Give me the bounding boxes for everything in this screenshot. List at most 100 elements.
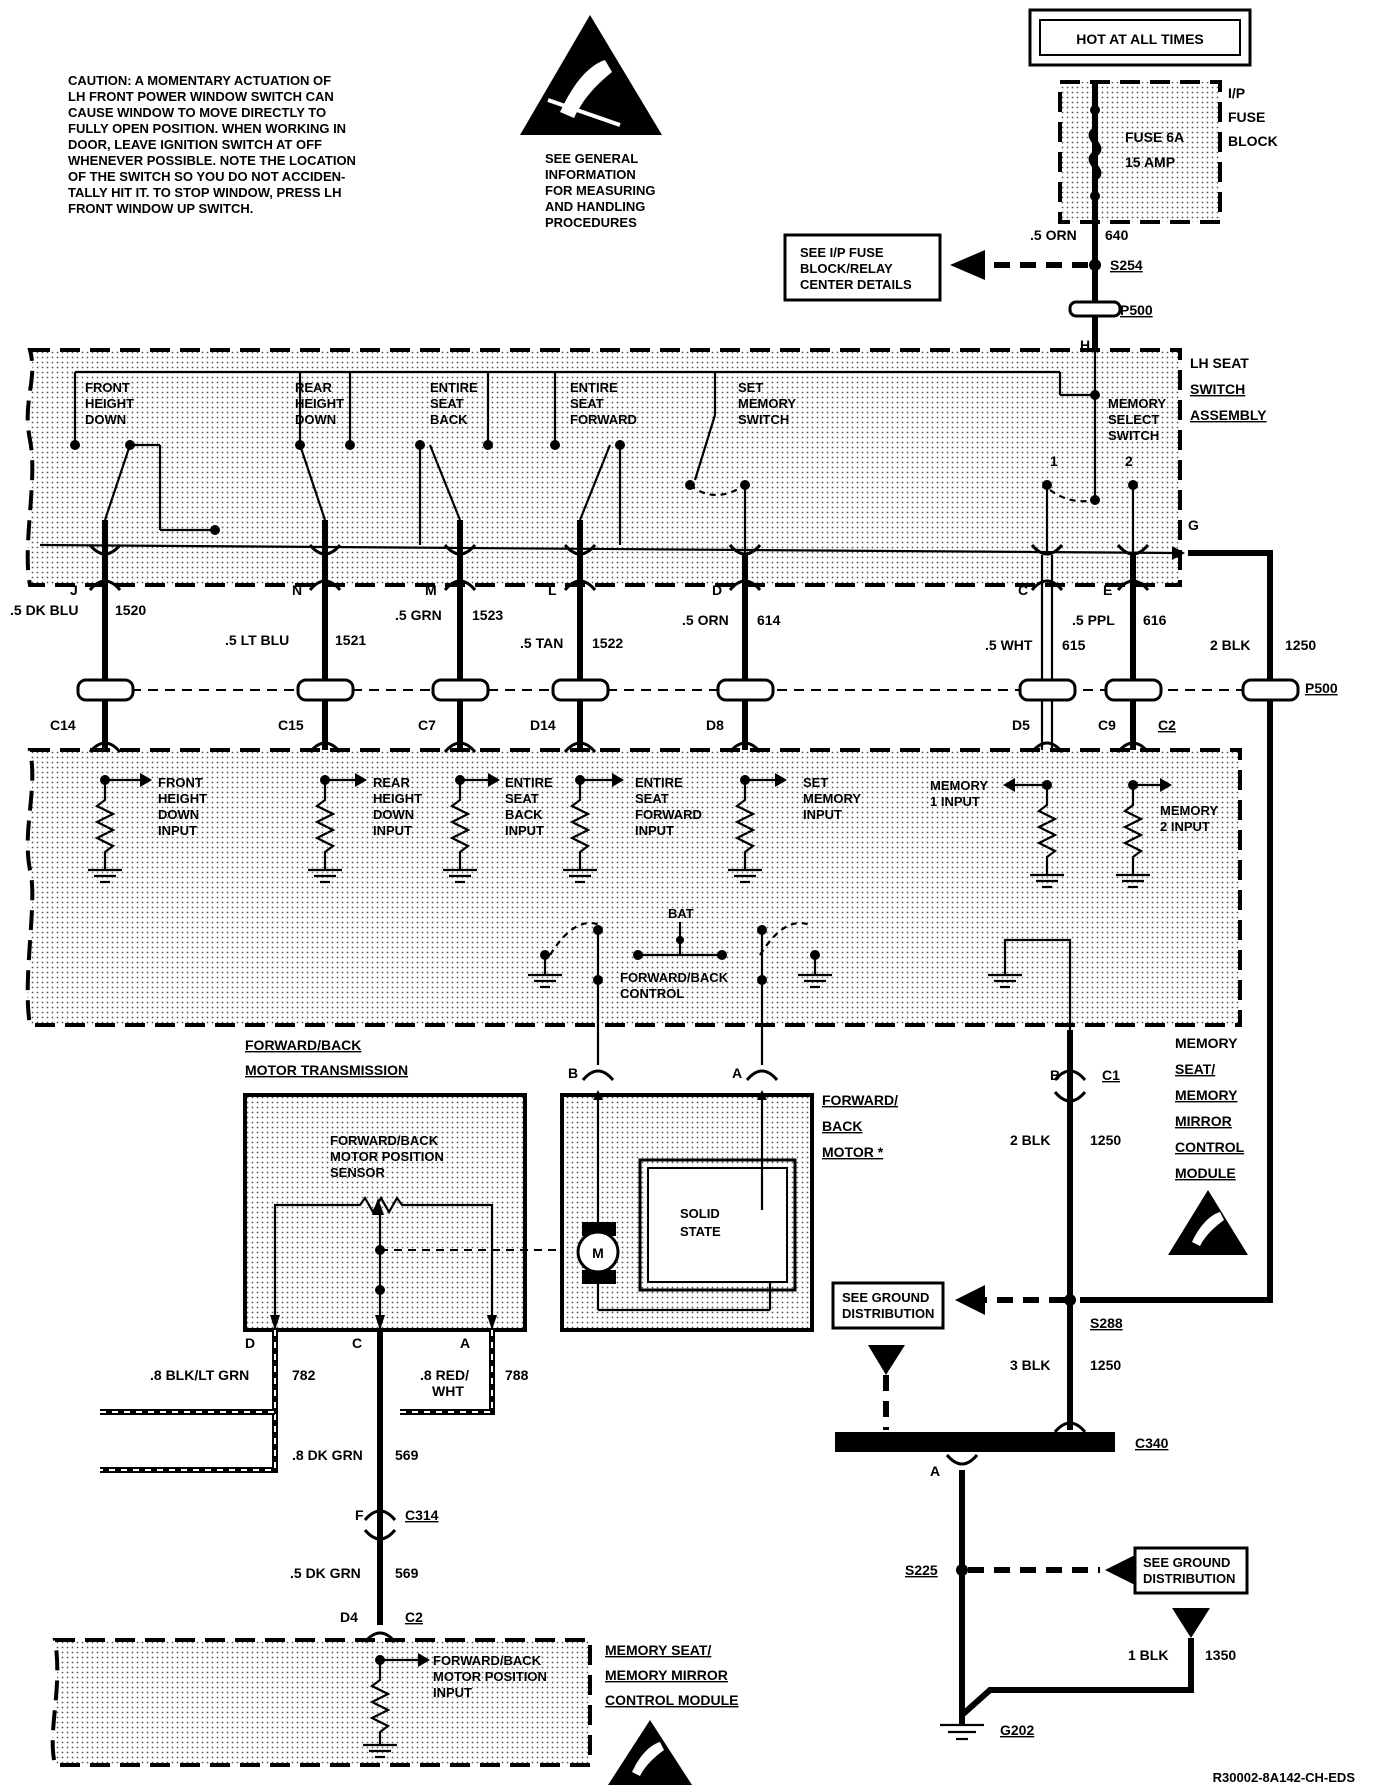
svg-text:2 BLK: 2 BLK [1010,1132,1050,1148]
svg-text:MOTOR *: MOTOR * [822,1144,884,1160]
svg-text:SELECT: SELECT [1108,412,1159,427]
splice-s254 [1089,259,1101,271]
svg-text:1521: 1521 [335,632,366,648]
svg-text:2: 2 [1125,453,1133,469]
p500-top-label: P500 [1120,302,1153,318]
wire-color: .5 DK BLU [10,602,78,618]
svg-text:HEIGHT: HEIGHT [295,396,344,411]
svg-text:C1: C1 [1102,1067,1120,1083]
wire-1522: .5 TAN 1522 L D14 [520,520,623,760]
svg-text:SWITCH: SWITCH [738,412,789,427]
svg-text:ASSEMBLY: ASSEMBLY [1190,407,1267,423]
svg-text:ENTIRE: ENTIRE [570,380,618,395]
svg-text:DOWN: DOWN [158,807,199,822]
svg-text:.5 TAN: .5 TAN [520,635,563,651]
caution-line: CAUTION: A MOMENTARY ACTUATION OF [68,73,331,88]
caution-line: CAUSE WINDOW TO MOVE DIRECTLY TO [68,105,326,120]
svg-text:STATE: STATE [680,1224,721,1239]
splice-s225 [956,1564,968,1576]
svg-text:.5 GRN: .5 GRN [395,607,442,623]
svg-text:A: A [930,1463,940,1479]
svg-text:SEE GROUND: SEE GROUND [842,1290,929,1305]
caution-line: TALLY HIT IT. TO STOP WINDOW, PRESS LH [68,185,342,200]
caution-note: CAUTION: A MOMENTARY ACTUATION OF LH FRO… [68,73,356,216]
svg-text:SEE I/P FUSE: SEE I/P FUSE [800,245,884,260]
esd-note: SEE GENERAL INFORMATION FOR MEASURING AN… [545,151,656,230]
svg-text:WHT: WHT [432,1383,464,1399]
switch-connector-row [88,544,1150,591]
svg-text:DOWN: DOWN [373,807,414,822]
svg-text:MEMORY: MEMORY [1160,803,1218,818]
svg-text:SEE GENERAL: SEE GENERAL [545,151,638,166]
input-memory-1: MEMORY 1 INPUT [930,778,1064,889]
svg-text:FORWARD: FORWARD [635,807,702,822]
svg-text:M: M [592,1245,604,1261]
svg-text:MEMORY: MEMORY [803,791,861,806]
wire-788: .8 RED/ WHT 788 [400,1330,529,1415]
svg-text:S225: S225 [905,1562,938,1578]
svg-text:.5 ORN: .5 ORN [682,612,729,628]
svg-text:AND HANDLING: AND HANDLING [545,199,645,214]
svg-text:DISTRIBUTION: DISTRIBUTION [842,1306,934,1321]
transmission-title: FORWARD/BACK [245,1037,361,1053]
svg-text:616: 616 [1143,612,1167,628]
svg-text:D: D [712,582,722,598]
solid-state-label: SOLID [680,1206,720,1221]
esd-warning-icon-module [1168,1190,1248,1255]
svg-text:INFORMATION: INFORMATION [545,167,636,182]
svg-text:1250: 1250 [1090,1357,1121,1373]
svg-text:E: E [1103,582,1112,598]
module-ground-feed: B C1 2 BLK 1250 [988,938,1121,1300]
wire-640-color: .5 ORN [1030,227,1077,243]
memory-seat-module [25,748,1242,1027]
svg-text:FRONT: FRONT [158,775,203,790]
svg-text:B: B [1050,1067,1060,1083]
pin-label: J [70,582,78,598]
svg-text:FORWARD/BACK: FORWARD/BACK [330,1133,439,1148]
svg-text:1350: 1350 [1205,1647,1236,1663]
motor-icon [576,1230,620,1274]
caution-line: FRONT WINDOW UP SWITCH. [68,201,253,216]
svg-text:MEMORY: MEMORY [930,778,988,793]
svg-text:788: 788 [505,1367,529,1383]
input-rear-height-down: REAR HEIGHT DOWN INPUT [308,773,422,884]
svg-text:C: C [1018,582,1028,598]
svg-text:BACK: BACK [430,412,468,427]
wire-569: .8 DK GRN 569 F C314 .5 DK GRN 569 D4 C2 [290,1330,439,1625]
wire-1520: .5 DK BLU 1520 J C14 [10,520,146,760]
svg-text:A: A [460,1335,470,1351]
svg-text:C9: C9 [1098,717,1116,733]
svg-text:.8 RED/: .8 RED/ [420,1367,469,1383]
svg-text:INPUT: INPUT [803,807,842,822]
wire-circuit: 1520 [115,602,146,618]
bottom-module-label: MEMORY SEAT/ [605,1642,711,1658]
hot-label: HOT AT ALL TIMES [1076,31,1204,47]
svg-text:2 INPUT: 2 INPUT [1160,819,1210,834]
svg-text:MEMORY MIRROR: MEMORY MIRROR [605,1667,728,1683]
pin-g: G [1188,517,1199,533]
svg-text:S288: S288 [1090,1315,1123,1331]
svg-text:BLOCK/RELAY: BLOCK/RELAY [800,261,893,276]
svg-text:HEIGHT: HEIGHT [158,791,207,806]
caution-line: LH FRONT POWER WINDOW SWITCH CAN [68,89,334,104]
position-sensor: FORWARD/BACK MOTOR POSITION SENSOR D C A [245,1133,560,1351]
svg-text:C340: C340 [1135,1435,1169,1451]
svg-text:FORWARD/BACK: FORWARD/BACK [620,970,729,985]
wire-616: .5 PPL 616 E C9 [1072,555,1167,760]
bottom-control-module [50,1638,592,1767]
svg-text:SWITCH: SWITCH [1190,381,1245,397]
svg-text:A: A [732,1065,742,1081]
svg-text:ENTIRE: ENTIRE [430,380,478,395]
ground-distribution: SEE GROUND DISTRIBUTION S288 3 BLK 1250 … [831,1281,1249,1741]
svg-text:N: N [292,582,302,598]
svg-text:MEMORY: MEMORY [1175,1035,1238,1051]
caution-line: DOOR, LEAVE IGNITION SWITCH AT OFF [68,137,322,152]
svg-text:FORWARD: FORWARD [570,412,637,427]
switch-entire-seat-forward: ENTIRE SEAT FORWARD [550,372,637,545]
svg-text:B: B [568,1065,578,1081]
svg-text:F: F [355,1507,364,1523]
fuse-block-label: I/P [1228,85,1245,101]
svg-text:1250: 1250 [1285,637,1316,653]
svg-text:FOR MEASURING: FOR MEASURING [545,183,656,198]
svg-text:DOWN: DOWN [85,412,126,427]
